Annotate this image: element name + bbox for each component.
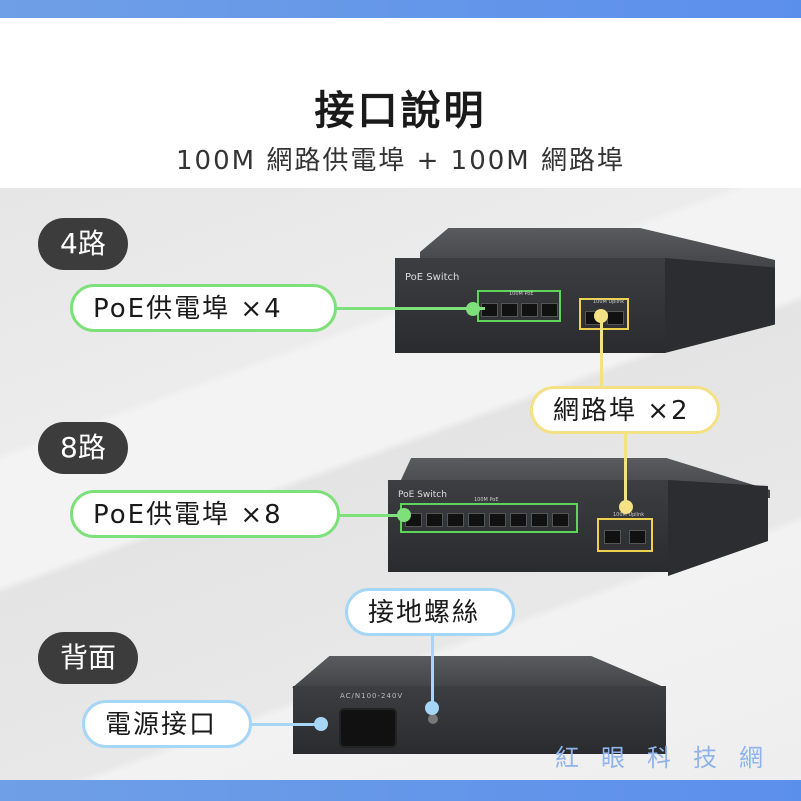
- uplink-ports-4: 100M Uplink: [579, 298, 629, 330]
- connector-dot: [425, 701, 439, 715]
- port: [607, 311, 624, 325]
- label-4-port: 4路: [38, 218, 128, 270]
- connector-dot: [594, 309, 608, 323]
- brand-text: 紅眼科技網: [555, 744, 785, 772]
- port: [468, 513, 485, 527]
- poe-ports-4: 100M PoE: [477, 290, 561, 322]
- connector-line: [335, 307, 485, 310]
- connector-dot: [314, 717, 328, 731]
- uplink-group-label: 100M Uplink: [613, 512, 645, 518]
- label-8-port: 8路: [38, 422, 128, 474]
- port: [481, 303, 498, 317]
- page-title: 接口說明: [314, 88, 487, 134]
- connector-dot: [619, 500, 633, 514]
- uplink-group-label: 100M Uplink: [593, 299, 625, 305]
- connector-line: [340, 514, 405, 517]
- connector-line: [431, 632, 434, 707]
- port: [489, 513, 506, 527]
- callout-power: 電源接口: [82, 700, 252, 748]
- connector-dot: [397, 508, 411, 522]
- poe-group-label: 100M PoE: [474, 497, 499, 503]
- switch-4-label: PoE Switch: [405, 272, 460, 283]
- poe-group-label: 100M PoE: [509, 291, 534, 297]
- connector-line: [250, 723, 322, 726]
- label-back: 背面: [38, 632, 139, 684]
- ground-screw: [428, 714, 438, 724]
- switch-8-label: PoE Switch: [398, 490, 447, 500]
- port: [604, 530, 621, 544]
- voltage-label: AC/N100-240V: [340, 692, 404, 700]
- callout-ground-screw: 接地螺絲: [345, 588, 515, 636]
- poe-ports-8: 100M PoE: [400, 497, 578, 533]
- port: [426, 513, 443, 527]
- callout-poe-4: PoE供電埠 ×4: [70, 284, 337, 332]
- port: [531, 513, 548, 527]
- connector-line: [624, 430, 627, 508]
- uplink-ports-8: 100M Uplink: [597, 512, 653, 552]
- connector-line: [600, 316, 603, 386]
- port: [447, 513, 464, 527]
- callout-uplink: 網路埠 ×2: [530, 386, 720, 434]
- port: [541, 303, 558, 317]
- connector-dot: [466, 302, 480, 316]
- top-bar: [0, 0, 801, 18]
- port: [501, 303, 518, 317]
- port: [629, 530, 646, 544]
- power-socket: [339, 708, 397, 748]
- port: [510, 513, 527, 527]
- port: [521, 303, 538, 317]
- bottom-bar: [0, 780, 801, 801]
- port: [552, 513, 569, 527]
- page-subtitle: 100M 網路供電埠 + 100M 網路埠: [176, 146, 625, 176]
- callout-poe-8: PoE供電埠 ×8: [70, 490, 340, 538]
